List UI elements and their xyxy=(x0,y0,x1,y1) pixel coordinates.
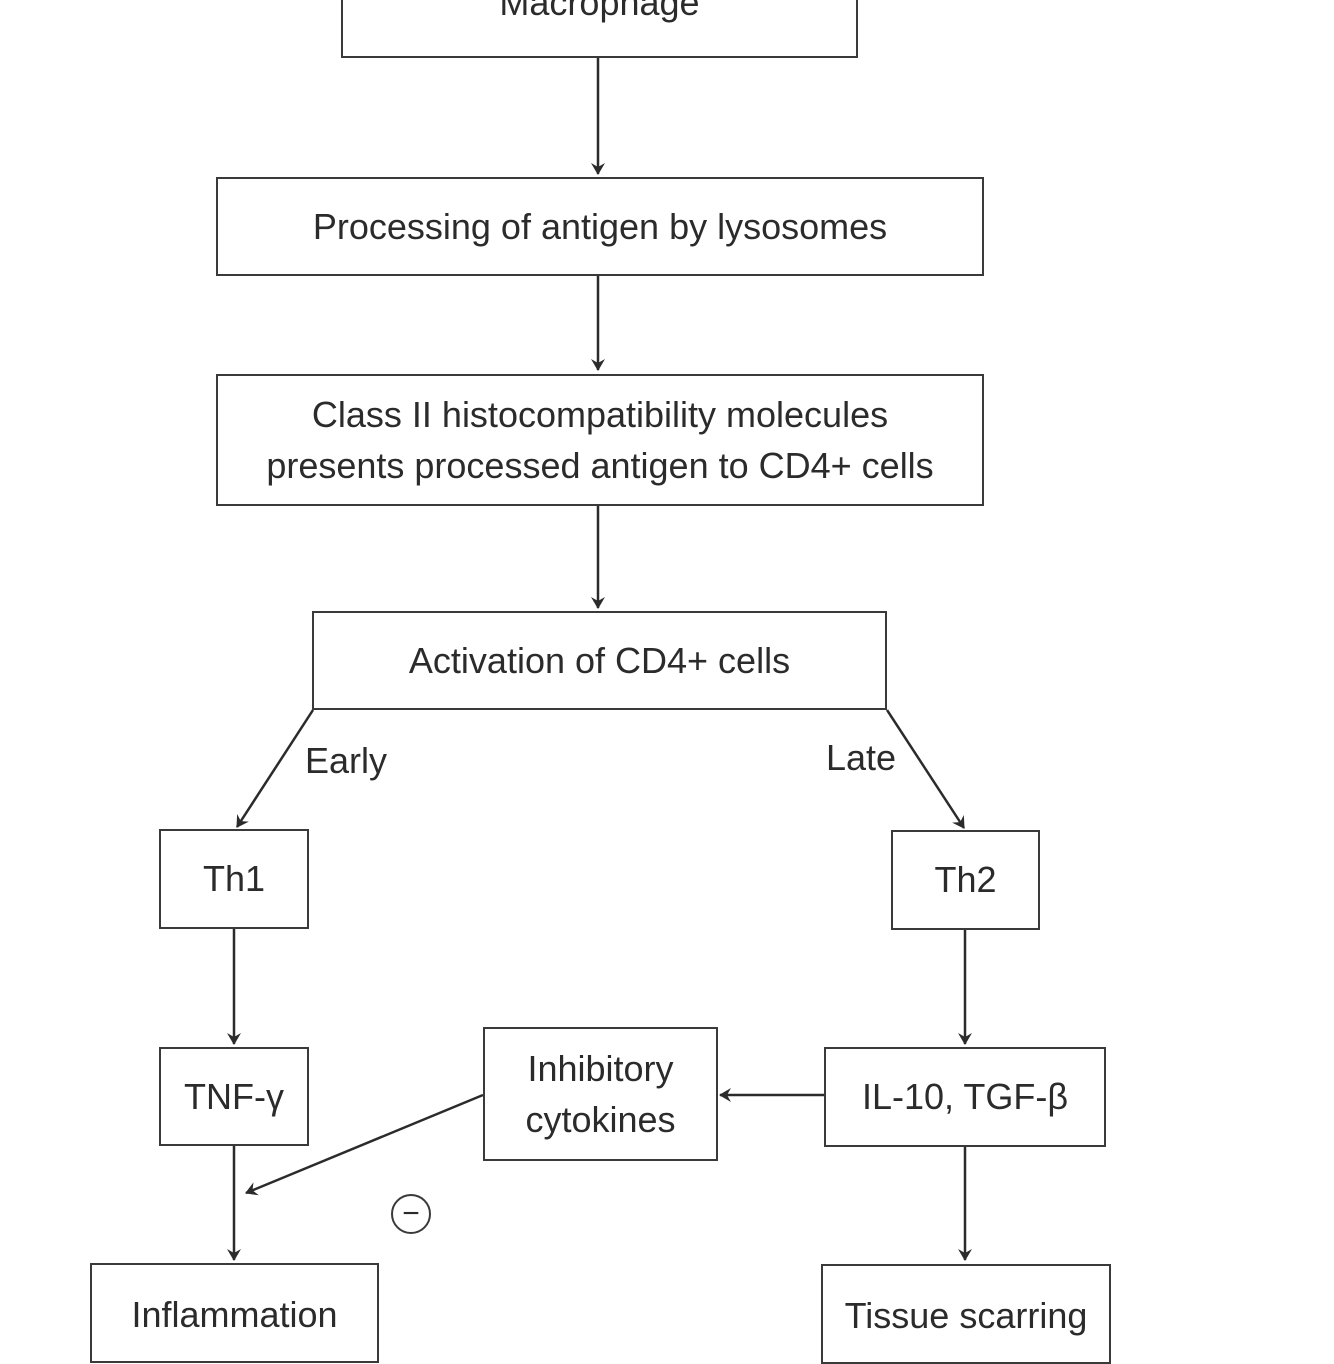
node-class2-presentation: Class II histocompatibility molecules pr… xyxy=(216,374,984,506)
node-th1: Th1 xyxy=(159,829,309,929)
node-macrophage: Macrophage xyxy=(341,0,858,58)
node-tnf-label: TNF-γ xyxy=(184,1075,284,1117)
node-processing-antigen: Processing of antigen by lysosomes xyxy=(216,177,984,276)
node-activation-cd4-label: Activation of CD4+ cells xyxy=(408,639,791,681)
arrow-inhibitory-to-inflammation xyxy=(245,1093,484,1196)
arrow-early-to-th1 xyxy=(235,709,315,828)
node-macrophage-label: Macrophage xyxy=(499,0,700,23)
node-tnf: TNF-γ xyxy=(159,1047,309,1146)
node-inflammation-label: Inflammation xyxy=(131,1294,338,1335)
inhibition-minus-icon: − xyxy=(391,1194,431,1234)
arrow-late-to-th2 xyxy=(885,709,966,829)
node-il10-tgf: IL-10, TGF-β xyxy=(824,1047,1106,1147)
node-inhibitory-cytokines: Inhibitory cytokines xyxy=(483,1027,718,1161)
node-inflammation: Inflammation xyxy=(90,1263,379,1363)
node-th1-label: Th1 xyxy=(202,858,266,900)
node-processing-antigen-label: Processing of antigen by lysosomes xyxy=(312,205,888,247)
edge-label-late: Late xyxy=(826,737,897,778)
node-activation-cd4: Activation of CD4+ cells xyxy=(312,611,887,710)
node-th2: Th2 xyxy=(891,830,1040,930)
edge-label-early: Early xyxy=(305,740,388,781)
inhibition-minus-sign: − xyxy=(402,1197,420,1230)
node-class2-presentation-label: Class II histocompatibility molecules pr… xyxy=(266,393,934,486)
node-il10-tgf-label: IL-10, TGF-β xyxy=(861,1076,1069,1118)
node-tissue-scarring-label: Tissue scarring xyxy=(844,1295,1088,1336)
node-th2-label: Th2 xyxy=(934,859,997,901)
node-tissue-scarring: Tissue scarring xyxy=(821,1264,1111,1364)
connector-layer xyxy=(227,58,972,1261)
node-inhibitory-cytokines-label: Inhibitory cytokines xyxy=(525,1047,676,1140)
